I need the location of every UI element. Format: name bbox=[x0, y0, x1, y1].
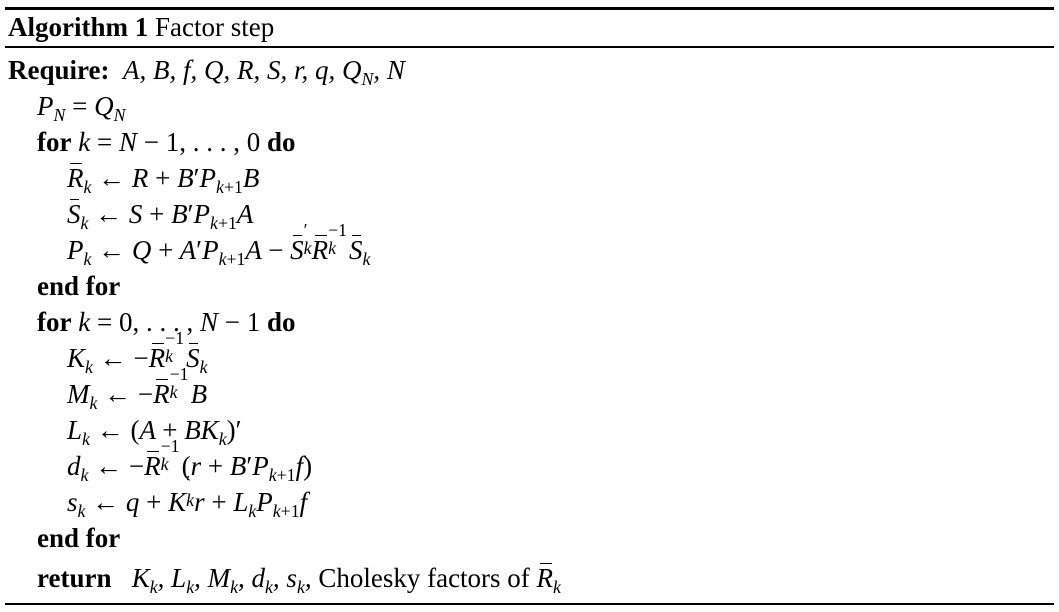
algorithm-label: Algorithm 1 bbox=[8, 12, 149, 42]
keyword-do: do bbox=[266, 127, 296, 157]
caption-rule bbox=[5, 46, 1054, 48]
dk-statement: dk ← −R−1k−1(r + B′Pk+1f) bbox=[67, 436, 313, 485]
line-end-for-2: end for bbox=[37, 520, 120, 556]
cholesky-text: Cholesky factors of bbox=[318, 563, 530, 593]
line-for-1: for k = N − 1, . . . , 0 do bbox=[37, 124, 295, 160]
line-kk: Kk ← −R−1k−1Sk bbox=[67, 328, 208, 377]
require-args: A, B, f, Q, R, S, r, q, QN, N bbox=[116, 55, 405, 89]
keyword-for: for bbox=[37, 127, 72, 157]
loop1-range: k = N − 1, . . . , 0 bbox=[78, 127, 261, 157]
kk-statement: Kk ← −R−1k−1Sk bbox=[67, 328, 208, 377]
pk-statement: Pk ← Q + A′Pk+1A − S′kkR−1k−1Sk bbox=[67, 220, 371, 269]
line-init: PN = QN bbox=[37, 88, 126, 124]
init-statement: PN = QN bbox=[37, 91, 126, 125]
line-pk: Pk ← Q + A′Pk+1A − S′kkR−1k−1Sk bbox=[67, 220, 371, 269]
keyword-for: for bbox=[37, 307, 72, 337]
algorithm-caption: Algorithm 1 Factor step bbox=[8, 10, 274, 44]
line-sk: sk ← q + K′kkr + LkPk+1f bbox=[67, 472, 308, 521]
top-rule bbox=[5, 7, 1054, 10]
keyword-return: return bbox=[37, 563, 112, 593]
return-values: Kk, Lk, Mk, dk, sk, Cholesky factors of … bbox=[118, 563, 561, 596]
sk-statement: sk ← q + K′kkr + LkPk+1f bbox=[67, 472, 308, 521]
line-dk: dk ← −R−1k−1(r + B′Pk+1f) bbox=[67, 436, 313, 485]
lk-statement: Lk ← (A + BKk)′ bbox=[67, 415, 242, 449]
line-for-2: for k = 0, . . . , N − 1 do bbox=[37, 304, 295, 340]
line-mk: Mk ← −R−1k−1B bbox=[67, 364, 208, 413]
algorithm-title: Factor step bbox=[154, 12, 275, 42]
loop2-range: k = 0, . . . , N − 1 bbox=[78, 307, 261, 337]
line-end-for-1: end for bbox=[37, 268, 120, 304]
line-sbar: Sk ← S + B′Pk+1A bbox=[67, 196, 253, 232]
line-lk: Lk ← (A + BKk)′ bbox=[67, 412, 242, 448]
sbar-statement: Sk ← S + B′Pk+1A bbox=[67, 199, 253, 232]
mk-statement: Mk ← −R−1k−1B bbox=[67, 364, 208, 413]
rbar-statement: Rk ← R + B′Pk+1B bbox=[67, 163, 259, 196]
keyword-end-for: end for bbox=[37, 271, 121, 301]
line-rbar: Rk ← R + B′Pk+1B bbox=[67, 160, 259, 196]
line-return: return Kk, Lk, Mk, dk, sk, Cholesky fact… bbox=[37, 560, 561, 596]
keyword-require: Require: bbox=[8, 55, 110, 85]
keyword-end-for: end for bbox=[37, 523, 121, 553]
line-require: Require: A, B, f, Q, R, S, r, q, QN, N bbox=[8, 52, 405, 88]
bottom-rule bbox=[5, 603, 1054, 605]
keyword-do: do bbox=[266, 307, 296, 337]
